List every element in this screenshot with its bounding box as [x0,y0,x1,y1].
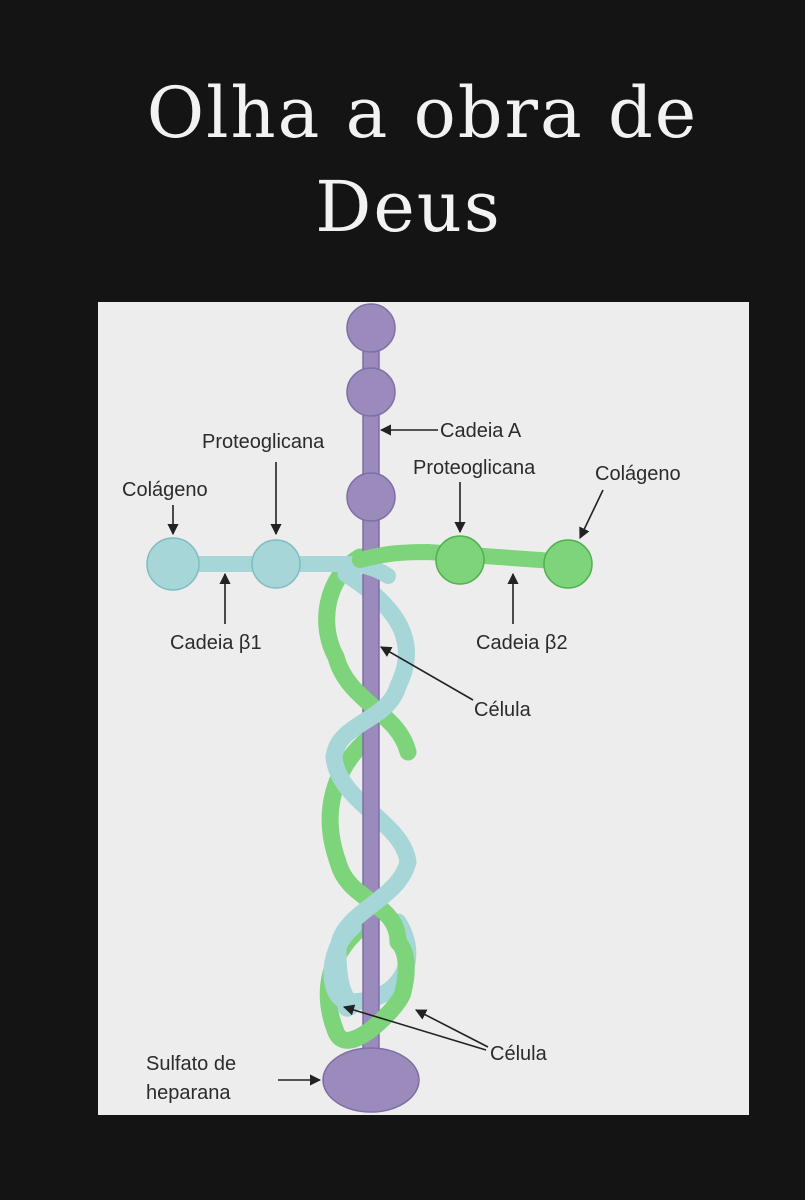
arrow-colageno-right [579,489,604,540]
label-cadeia-a: Cadeia A [440,420,522,442]
label-cadeia-b1: Cadeia β1 [170,632,262,654]
arrow-celula-bottom-a [342,1004,487,1051]
label-colageno-right: Colágeno [595,463,681,485]
page-title-line-1: Olha a obra de [146,72,699,154]
pointer-arrows [167,424,604,1086]
label-colageno-left: Colágeno [122,479,208,501]
diagram-labels: Cadeia A Proteoglicana Colágeno Proteogl… [122,420,681,1104]
beta2-globule-proteoglicana [435,535,485,585]
label-cadeia-b2: Cadeia β2 [476,632,568,654]
beta2-globule-colageno [543,539,593,589]
chain-a-globule-2 [346,367,396,417]
laminin-diagram: Cadeia A Proteoglicana Colágeno Proteogl… [122,303,681,1113]
label-proteoglicana-right: Proteoglicana [413,457,536,479]
beta1-globule-proteoglicana [251,539,301,589]
heparan-sulfate-globule [322,1047,420,1113]
arrow-celula-mid [380,646,474,701]
beta1-globule-colageno [146,537,200,591]
label-sulfato-line-1: Sulfato de [146,1053,236,1075]
chain-a-globule-1 [346,303,396,353]
label-proteoglicana-left: Proteoglicana [202,431,325,453]
label-celula-mid: Célula [474,699,532,721]
page-title-line-2: Deus [315,166,502,248]
chain-a [322,303,420,1113]
laminin-diagram-panel: Cadeia A Proteoglicana Colágeno Proteogl… [98,302,749,1115]
arrow-celula-bottom-b [415,1009,489,1048]
helix-front [323,648,417,1049]
label-celula-bottom: Célula [490,1043,548,1065]
label-sulfato-line-2: heparana [146,1082,231,1104]
beta2-arm [352,535,593,589]
chain-a-globule-3 [346,472,396,522]
